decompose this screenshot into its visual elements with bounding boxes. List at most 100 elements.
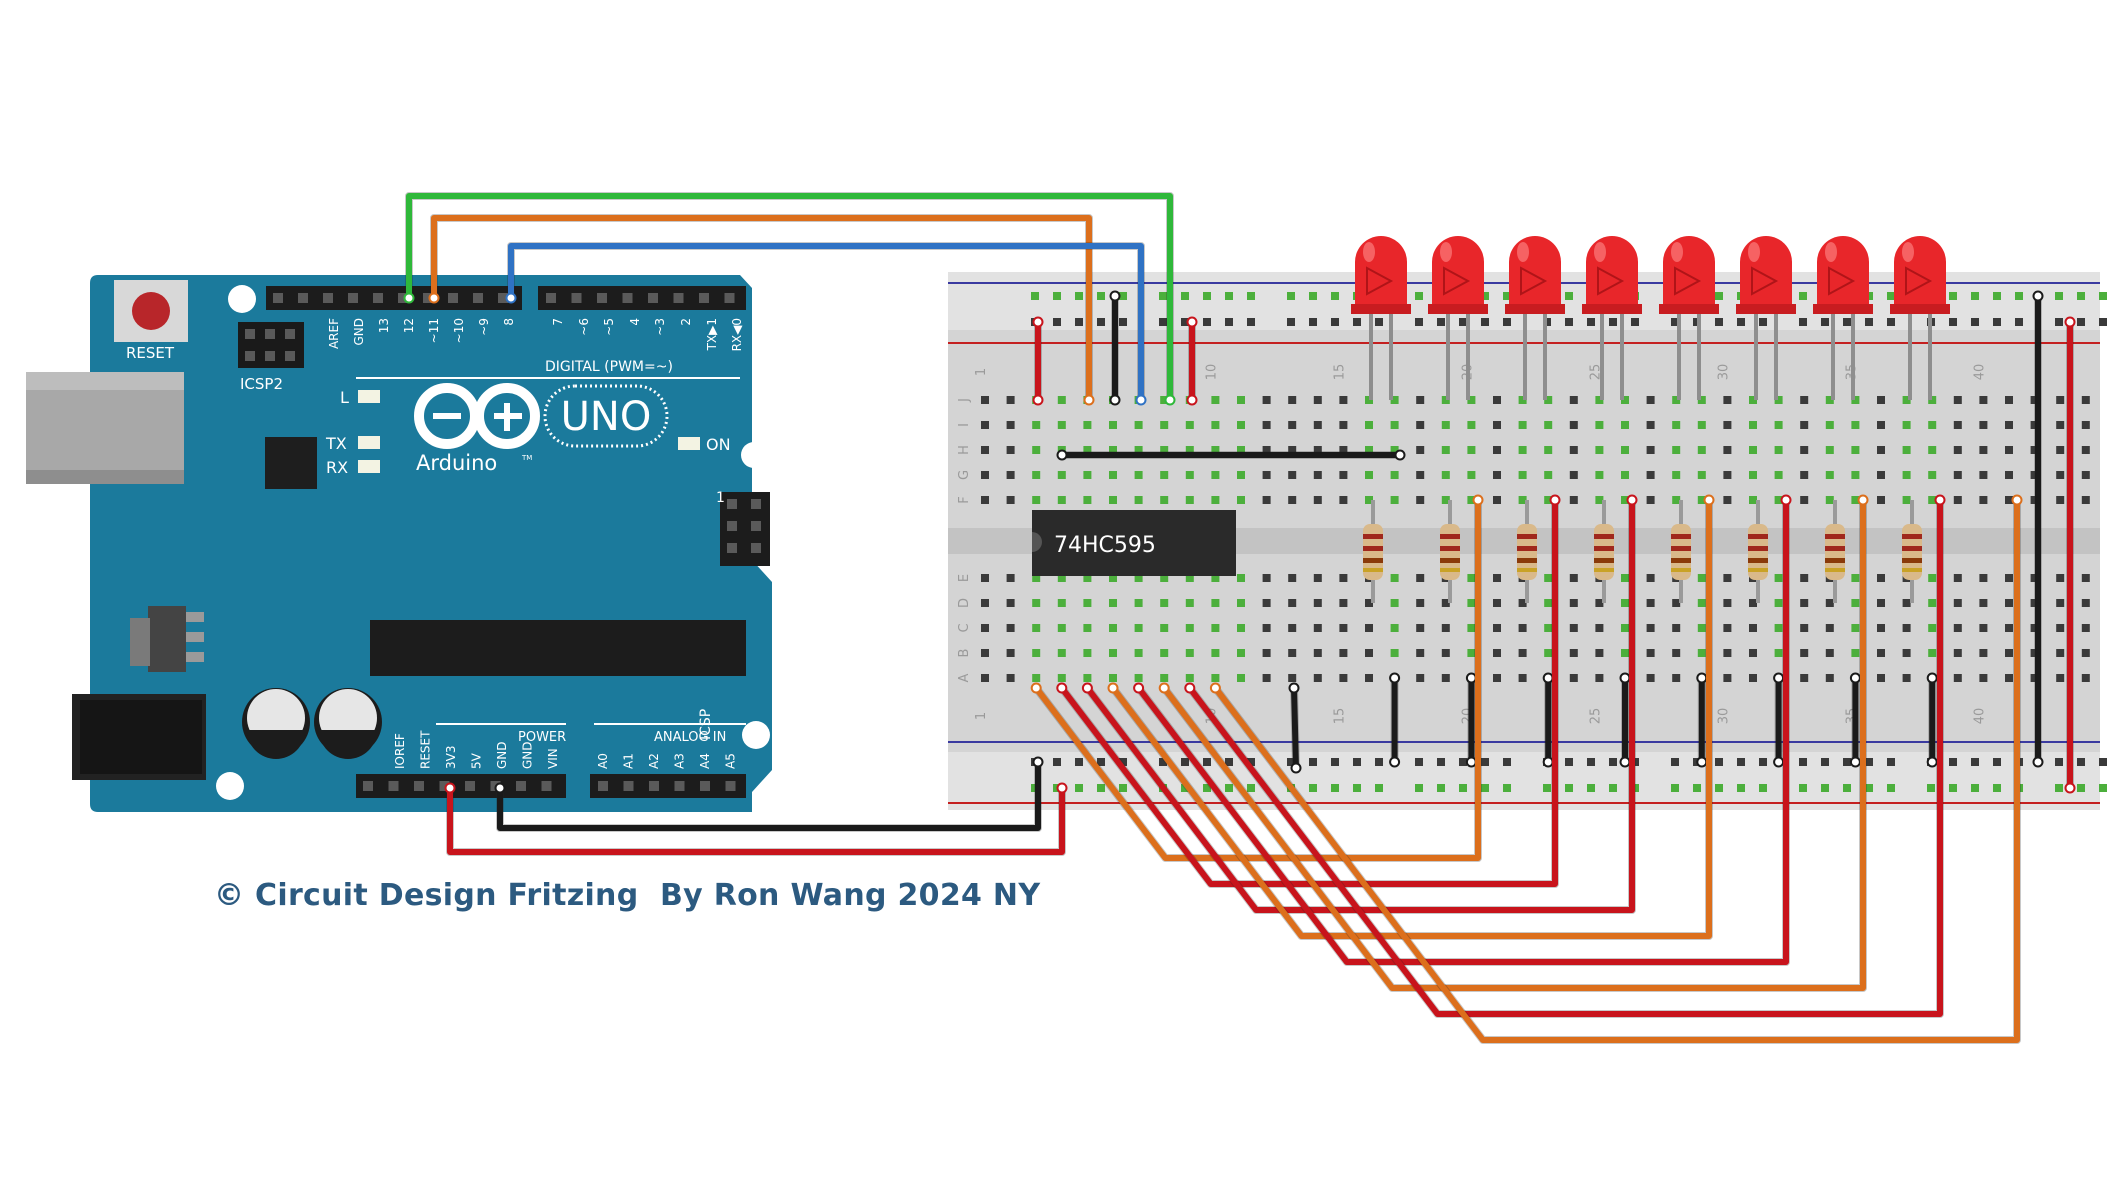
rail-hole [1097, 318, 1105, 326]
header-pin [516, 781, 526, 791]
red-led [1351, 236, 1411, 314]
row-letter: E [957, 574, 972, 582]
resistor-band [1363, 534, 1383, 539]
rail-hole [1053, 292, 1061, 300]
column-number: 30 [1716, 708, 1731, 725]
breadboard-hole [1800, 674, 1809, 682]
red-led [1428, 236, 1488, 314]
power-pin-label: IOREF [393, 733, 407, 769]
resistor-band [1748, 568, 1768, 572]
rail-hole [1481, 318, 1489, 326]
wire-shift-output [1135, 497, 1789, 965]
resistor-band [1440, 558, 1460, 563]
rail-hole [1565, 318, 1573, 326]
breadboard-hole [1774, 421, 1783, 429]
mount-hole [216, 772, 244, 800]
breadboard-hole [1621, 599, 1629, 607]
breadboard-hole [1134, 649, 1143, 657]
breadboard-hole [1365, 496, 1373, 504]
breadboard-hole [1723, 421, 1732, 429]
resistor-band [1748, 534, 1768, 539]
digital-pin-label: ~3 [653, 318, 667, 336]
breadboard-hole [1646, 624, 1655, 632]
breadboard-hole [1800, 496, 1809, 504]
rail-hole [1031, 292, 1039, 300]
reset-button-cap[interactable] [132, 292, 170, 330]
breadboard-hole [1595, 496, 1604, 504]
breadboard-hole [1569, 624, 1578, 632]
row-letter: H [957, 445, 972, 455]
breadboard-hole [1902, 396, 1911, 404]
breadboard-hole [1237, 396, 1245, 404]
breadboard-hole [1493, 421, 1501, 429]
breadboard-hole [1851, 396, 1860, 404]
breadboard-hole [1134, 574, 1143, 582]
breadboard-hole [1646, 421, 1655, 429]
breadboard-hole [1390, 624, 1399, 632]
breadboard-hole [1288, 624, 1297, 632]
digital-pin-label: GND [352, 318, 366, 346]
wire-end [1780, 494, 1792, 506]
breadboard-hole [1518, 421, 1527, 429]
row-letter: F [957, 496, 972, 503]
breadboard-hole [1800, 649, 1809, 657]
breadboard-hole [1723, 471, 1732, 479]
resistor-band [1825, 534, 1845, 539]
wire-end [1926, 672, 1938, 684]
breadboard-hole [1723, 446, 1732, 454]
rail-hole [1949, 758, 1957, 766]
breadboard-hole [1902, 471, 1911, 479]
led-rim [1890, 304, 1950, 314]
rail-hole [1671, 318, 1679, 326]
breadboard-hole [1851, 624, 1860, 632]
rail-hole [1119, 758, 1127, 766]
header-pin [724, 293, 735, 303]
breadboard-hole [1672, 446, 1681, 454]
breadboard-hole [1083, 624, 1092, 632]
breadboard-hole [1595, 624, 1604, 632]
breadboard-hole [1953, 649, 1962, 657]
breadboard-hole [1877, 624, 1885, 632]
breadboard-hole [2030, 446, 2039, 454]
breadboard-hole [1902, 649, 1911, 657]
wire-orange-pin11 [431, 215, 1092, 403]
breadboard-hole [1672, 674, 1681, 682]
breadboard-hole [1083, 471, 1092, 479]
rail-hole [1437, 318, 1445, 326]
breadboard-hole [981, 396, 989, 404]
digital-pin-label: 7 [551, 318, 565, 326]
header-pin [699, 293, 709, 303]
breadboard-hole [1083, 599, 1092, 607]
rail-hole [1609, 758, 1617, 766]
rail-hole [1799, 292, 1807, 300]
breadboard-hole [1313, 624, 1322, 632]
breadboard-hole [981, 421, 989, 429]
rail-hole [1843, 318, 1851, 326]
breadboard-hole [1441, 421, 1450, 429]
rail-hole [1053, 318, 1061, 326]
breadboard-hole [1160, 599, 1169, 607]
breadboard-hole [1365, 421, 1373, 429]
resistor-band [1517, 558, 1537, 563]
rail-hole [1503, 318, 1511, 326]
rail-hole [1075, 784, 1083, 792]
breadboard-hole [1441, 624, 1450, 632]
led-rim [1582, 304, 1642, 314]
breadboard-hole [1057, 599, 1066, 607]
breadboard-hole [1467, 496, 1476, 504]
breadboard-hole [1697, 496, 1706, 504]
wire-end [1626, 494, 1638, 506]
breadboard-hole [1083, 674, 1092, 682]
breadboard-hole [1083, 496, 1092, 504]
rail-hole [1097, 784, 1105, 792]
rail-hole [1971, 758, 1979, 766]
breadboard-hole [1237, 674, 1245, 682]
breadboard-hole [1390, 421, 1399, 429]
rail-hole [1799, 318, 1807, 326]
wire-end [2064, 316, 2076, 328]
rail-hole [1949, 292, 1957, 300]
breadboard-hole [2005, 446, 2013, 454]
